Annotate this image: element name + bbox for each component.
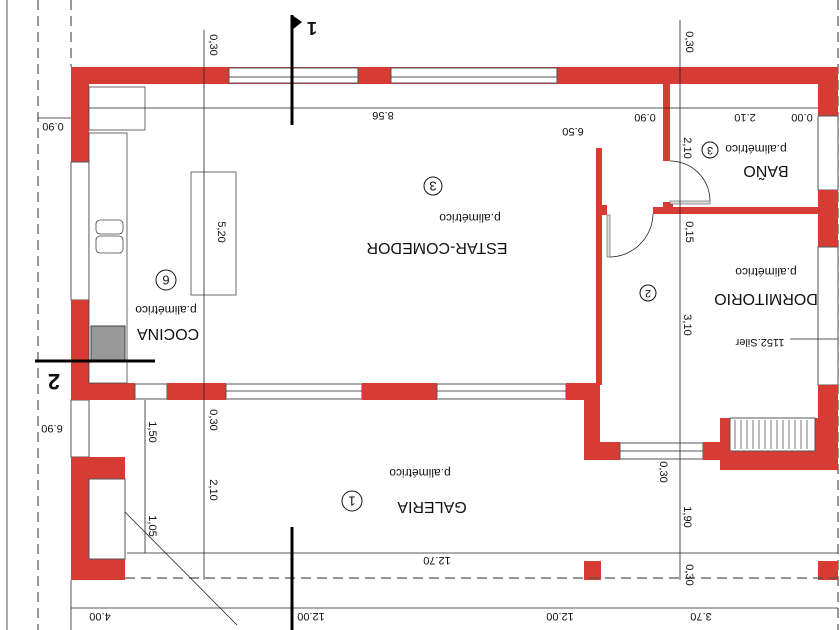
room-cocina: COCINA p.alimétrico 6 (135, 269, 200, 342)
room-number: 3 (429, 179, 436, 194)
dim-text: 1,05 (146, 515, 158, 536)
dim-text: 2.10 (734, 111, 755, 123)
diagonal-line (124, 511, 238, 626)
dim-text: 0,30 (207, 34, 219, 55)
room-name: GALERIA (397, 498, 467, 515)
room-estar-comedor: ESTAR-COMEDOR p.alimétrico 3 (366, 176, 508, 256)
dimension-labels: 0,30 5,20 0,30 2,10 0.90 8.56 6.50 0.90 … (41, 31, 812, 622)
dim-text: 1,90 (681, 506, 693, 527)
dim-text: 12.00 (546, 610, 574, 622)
section-arrow-icon (292, 15, 302, 30)
room-bano: BAÑO p.alimétrico 3 (701, 141, 789, 182)
left-wall (70, 67, 126, 580)
room-galeria: GALERIA p.alimétrico 1 (341, 466, 467, 515)
door-dormitorio[interactable] (606, 213, 654, 258)
floor-type: p.alimétrico (439, 211, 501, 225)
dim-text: 0,15 (683, 221, 695, 242)
room-number: 6 (162, 273, 169, 288)
room-number: 1 (348, 494, 355, 509)
dim-text: 3,10 (681, 314, 693, 335)
stair (734, 420, 808, 449)
dim-text: 0,30 (207, 409, 219, 430)
stove-icon (90, 325, 126, 361)
room-name: DORMITORIO (714, 290, 818, 307)
room-number: 2 (645, 287, 651, 299)
dim-text: 0,30 (657, 461, 669, 482)
dim-text: 12.70 (423, 554, 451, 566)
dim-text: 0.00 (791, 111, 812, 123)
section-2-label: 2 (48, 369, 60, 394)
dim-text: 12.00 (297, 610, 325, 622)
room-number: 3 (707, 144, 713, 156)
room-name: COCINA (137, 325, 200, 342)
room-number-circle (341, 490, 363, 512)
kitchen-island (190, 171, 237, 296)
right-wall (584, 84, 839, 580)
dim-text: 8.56 (372, 109, 393, 121)
dim-text: 3.70 (690, 610, 711, 622)
dim-text: 0,30 (683, 564, 695, 585)
top-wall (71, 67, 838, 84)
section-1-label: 1 (307, 18, 317, 38)
room-number-circle (701, 141, 719, 159)
floor-type: p.alimétrico (725, 142, 787, 156)
kitchen-cabinet (88, 86, 146, 131)
room-name: BAÑO (743, 162, 788, 182)
dim-text: 2,10 (681, 137, 693, 158)
door-bano[interactable] (669, 160, 711, 205)
dim-text: 0,30 (683, 31, 695, 52)
floor-type: p.alimétrico (735, 265, 797, 279)
room-number-circle (423, 176, 443, 196)
room-dormitorio: DORMITORIO p.alimétrico 2 (639, 265, 818, 307)
dim-text: 1,50 (146, 421, 158, 442)
dim-text: 6.50 (562, 125, 583, 137)
middle-wall (71, 383, 838, 470)
dim-text: 0.90 (634, 111, 655, 123)
room-number-circle (155, 269, 177, 291)
sink-icon (95, 219, 124, 254)
dim-text: 6.90 (41, 422, 62, 434)
interior-walls (596, 84, 838, 385)
level-text: 1152.Siler (735, 336, 784, 348)
dim-text: 0.90 (42, 120, 63, 132)
floor-type: p.alimétrico (389, 466, 451, 480)
dim-text: 4.00 (89, 610, 110, 622)
dim-text: 2,10 (207, 479, 219, 500)
dim-text: 5,20 (215, 221, 227, 242)
floor-type: p.alimétrico (135, 303, 197, 317)
room-number-circle (639, 284, 657, 302)
room-name: ESTAR-COMEDOR (366, 239, 507, 256)
